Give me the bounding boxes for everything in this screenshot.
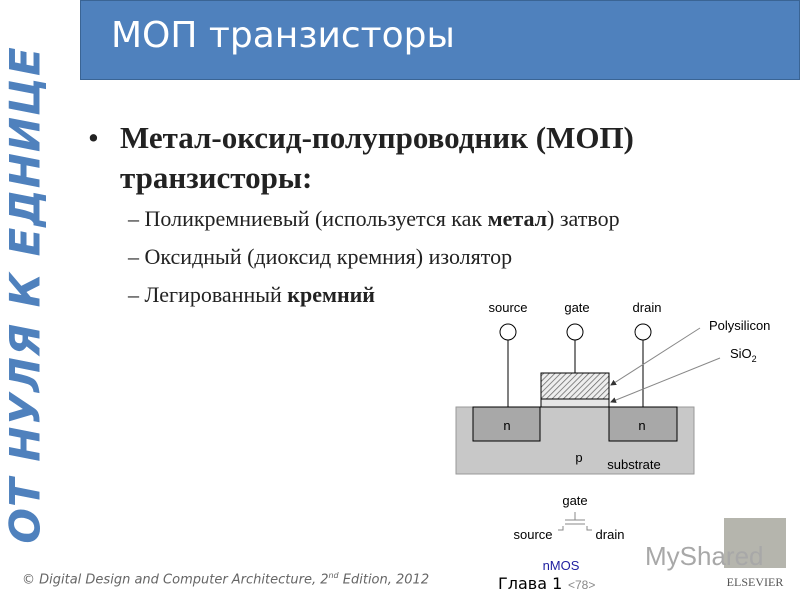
gate-label: gate: [564, 300, 589, 315]
n-well-left: [472, 406, 541, 442]
symbol-source-label: source: [513, 527, 552, 542]
sub-3-text: Легированный: [144, 282, 288, 307]
sio2-arrow: [610, 357, 721, 403]
sub-bullet-2: – Оксидный (диоксид кремния) изолятор: [128, 244, 513, 269]
polysilicon-gate: [540, 372, 610, 400]
polysilicon-arrow: [610, 327, 701, 386]
oxide: [540, 398, 610, 408]
elsevier-logo: ELSEVIER: [724, 518, 786, 589]
gate-terminal: [566, 323, 584, 341]
sub-1-text: Поликремниевый (используется как: [144, 206, 488, 231]
sub-3-bold: кремний: [287, 282, 375, 307]
source-terminal: [499, 323, 517, 341]
n-right-label: n: [638, 418, 645, 433]
substrate-label: substrate: [607, 457, 660, 472]
nmos-symbol: [558, 512, 592, 531]
watermark: MyShared: [645, 541, 764, 571]
drain-label: drain: [633, 300, 662, 315]
symbol-drain-label: drain: [596, 527, 625, 542]
footer-copyright: © Digital Design and Computer Architectu…: [22, 571, 430, 588]
nmos-caption: nMOS: [543, 558, 580, 573]
drain-terminal: [634, 323, 652, 341]
bullet-text: Метал-оксид-полупроводник (МОП) транзист…: [120, 120, 634, 195]
sio2-label: SiO2: [730, 346, 757, 364]
chapter-label: Глава 1: [498, 574, 562, 593]
sub-bullet-3: – Легированный кремний: [128, 282, 375, 307]
sub-1-post: ) затвор: [547, 206, 620, 231]
page-number: <78>: [568, 578, 595, 592]
sub-2-text: Оксидный (диоксид кремния) изолятор: [144, 244, 513, 269]
n-left-label: n: [503, 418, 510, 433]
p-label: p: [575, 450, 582, 465]
title-bar: МОП транзисторы: [80, 0, 800, 80]
bullet-dot: •: [88, 120, 99, 155]
sub-bullet-1: – Поликремниевый (используется как метал…: [128, 206, 620, 231]
svg-text:ELSEVIER: ELSEVIER: [727, 575, 784, 589]
symbol-gate-label: gate: [562, 493, 587, 508]
main-bullet: • Метал-оксид-полупроводник (МОП) транзис…: [88, 118, 740, 198]
polysilicon-label: Polysilicon: [709, 318, 770, 333]
slide-title: МОП транзисторы: [111, 15, 455, 56]
sub-1-bold: метал: [487, 206, 547, 231]
source-label: source: [488, 300, 527, 315]
